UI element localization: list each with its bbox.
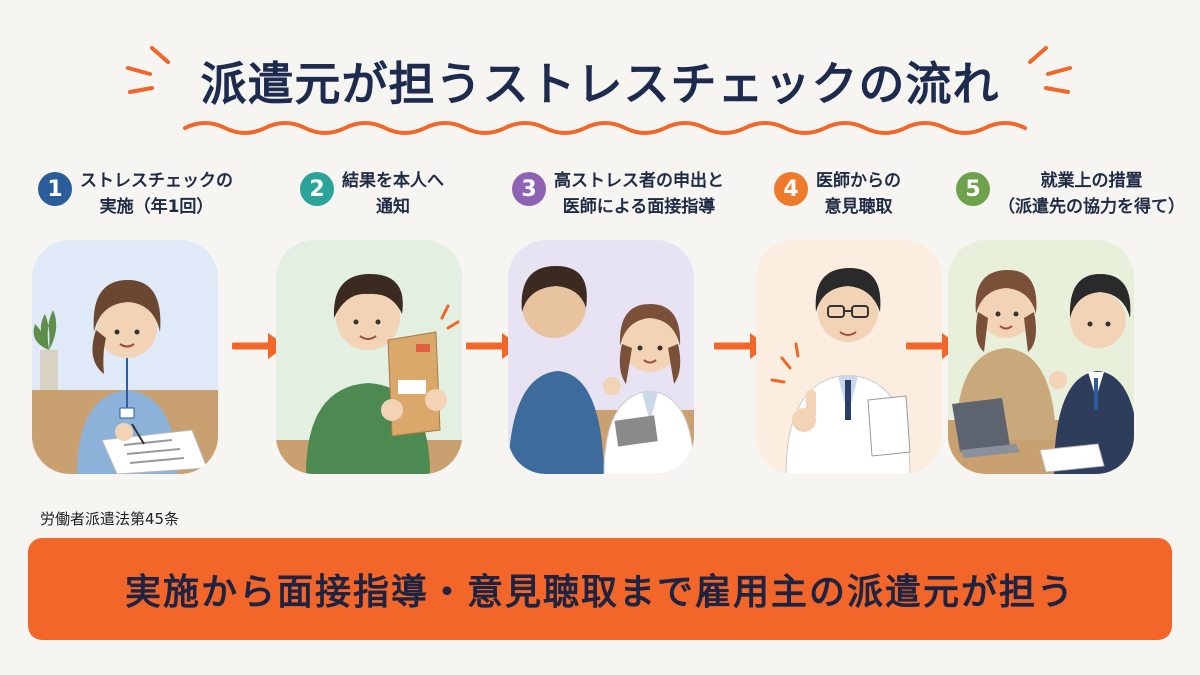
- law-reference: 労働者派遣法第45条: [40, 510, 180, 528]
- step-label-4: 医師からの 意見聴取: [816, 171, 901, 217]
- step-badge-2: 2: [300, 172, 334, 206]
- summary-banner-text: 実施から面接指導・意見聴取まで雇用主の派遣元が担う: [124, 572, 1075, 613]
- step-header-1: 1 ストレスチェックの 実施（年1回）: [38, 168, 233, 228]
- illustration-step-1: [32, 240, 218, 474]
- step-label-1: ストレスチェックの 実施（年1回）: [80, 171, 233, 217]
- step-badge-3: 3: [512, 172, 546, 206]
- step-badge-1: 1: [38, 172, 72, 206]
- illustration-step-5: [948, 240, 1134, 474]
- step-badge-5: 5: [956, 172, 990, 206]
- step-label-5: 就業上の措置 （派遣先の協力を得て）: [998, 171, 1185, 217]
- step-header-5: 5 就業上の措置 （派遣先の協力を得て）: [956, 168, 1185, 228]
- step-header-3: 3 高ストレス者の申出と 医師による面接指導: [512, 168, 724, 228]
- title-decoration: [126, 46, 1072, 135]
- step-label-3: 高ストレス者の申出と 医師による面接指導: [554, 171, 724, 217]
- illustration-step-3: [508, 240, 694, 474]
- step-header-2: 2 結果を本人へ 通知: [300, 168, 444, 228]
- page-title: 派遣元が担うストレスチェックの流れ: [200, 57, 1000, 111]
- illustration-step-2: [276, 240, 462, 474]
- illustration-step-4: [756, 240, 942, 474]
- step-header-4: 4 医師からの 意見聴取: [774, 168, 901, 228]
- summary-banner: 実施から面接指導・意見聴取まで雇用主の派遣元が担う: [28, 538, 1172, 640]
- step-badge-4: 4: [774, 172, 808, 206]
- step-label-2: 結果を本人へ 通知: [342, 171, 444, 217]
